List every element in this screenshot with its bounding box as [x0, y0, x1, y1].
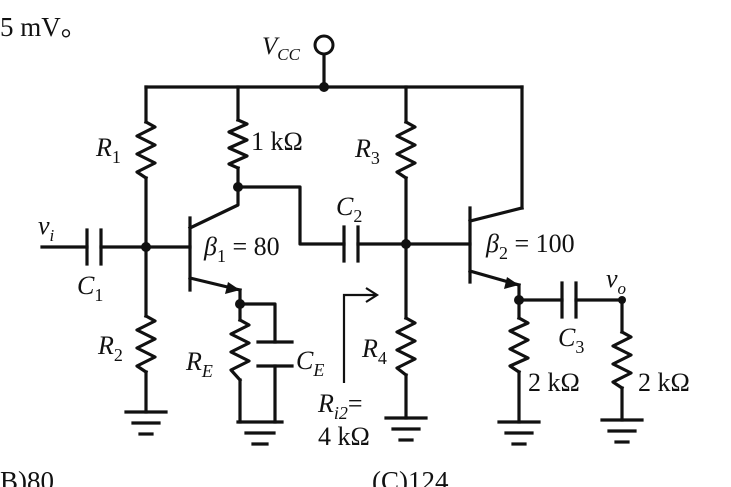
resistor-r2: [135, 313, 157, 375]
rl-label: 2 kΩ: [638, 368, 690, 397]
capacitor-c2: [342, 225, 360, 263]
resistor-rl: [611, 329, 633, 391]
capacitor-c1: [85, 228, 103, 266]
ground-rl: [600, 418, 644, 444]
capacitor-c3: [560, 281, 578, 319]
r2-label: R2: [97, 331, 123, 365]
beta1-label: β1 = 80: [203, 232, 280, 266]
vcc-label: VCC: [262, 33, 301, 64]
ri2-arrow: [342, 287, 380, 383]
re2-label: 2 kΩ: [528, 368, 580, 397]
rc1-label: 1 kΩ: [251, 127, 303, 156]
ground-symbols: [124, 410, 644, 446]
choice-c-text: (C)124: [372, 466, 449, 487]
c1-label: C1: [77, 271, 103, 305]
r1-label: R1: [95, 133, 121, 167]
transistor-q1: [187, 185, 242, 294]
capacitor-ce: [256, 340, 294, 368]
ground-re2: [497, 420, 541, 446]
ground-re: [236, 420, 284, 446]
vo-label: vo: [606, 264, 626, 298]
resistor-rc1: [227, 117, 249, 171]
c3-label: C3: [558, 323, 584, 357]
resistor-r3: [395, 119, 417, 181]
resistor-r4: [395, 315, 417, 378]
junction-dots: [141, 82, 626, 309]
ce-label: CE: [296, 346, 324, 380]
choice-b-text: B)80: [0, 466, 54, 487]
resistor-re: [229, 317, 251, 383]
resistor-re2: [508, 315, 530, 375]
resistor-symbols: [135, 117, 633, 391]
re-label: RE: [185, 347, 213, 381]
beta2-label: β2 = 100: [485, 229, 575, 263]
r4-label: R4: [361, 334, 387, 368]
c2-label: C2: [336, 192, 362, 226]
ri2-label: Ri2=: [317, 389, 363, 423]
transistor-q2: [468, 206, 524, 289]
capacitor-symbols: [85, 225, 578, 368]
r3-label: R3: [354, 134, 380, 168]
top-fragment-text: 5 mV。: [0, 12, 88, 42]
ground-r2: [124, 410, 168, 436]
ri2-value: 4 kΩ: [318, 422, 370, 451]
ground-r4: [384, 416, 428, 442]
vi-label: vi: [38, 211, 55, 245]
vcc-terminal: [313, 34, 335, 56]
resistor-r1: [135, 119, 157, 181]
